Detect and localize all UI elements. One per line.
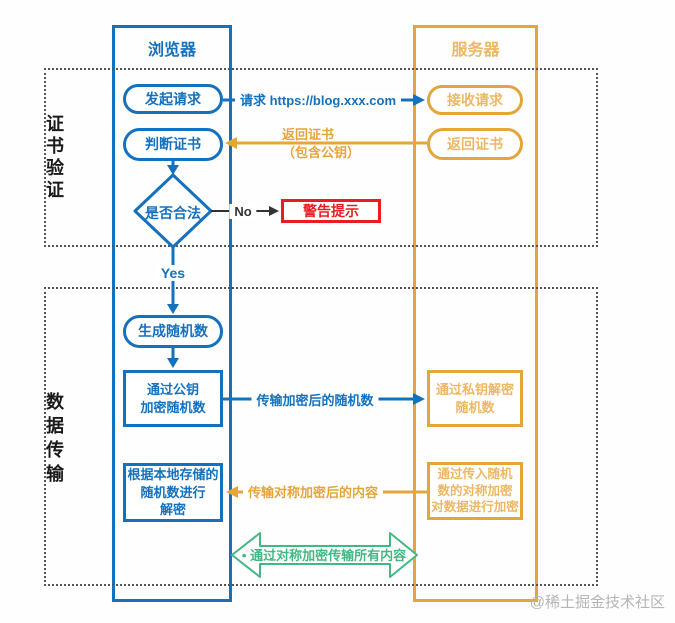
transmit-random-label: 传输加密后的随机数 <box>251 393 379 408</box>
node-generate-random: 生成随机数 <box>123 315 223 348</box>
data-transfer-label: 数据传输 <box>44 392 64 488</box>
yes-label: Yes <box>155 265 191 281</box>
return-cert-label-line1: 返回证书 <box>281 127 335 142</box>
browser-column <box>112 25 232 602</box>
certificate-validation-label: 证书验证 <box>44 114 64 202</box>
request-url-label: 请求 https://blog.xxx.com <box>234 93 402 108</box>
no-label: No <box>229 204 257 219</box>
transmit-content-label: 传输对称加密后的内容 <box>242 485 384 500</box>
node-decrypt-local: 根据本地存储的 随机数进行 解密 <box>123 463 223 522</box>
server-column <box>413 25 538 602</box>
server-column-title: 服务器 <box>451 42 500 59</box>
data-transfer-section <box>44 287 598 586</box>
certificate-validation-section <box>44 68 598 247</box>
node-encrypt-public: 通过公钥 加密随机数 <box>123 370 223 427</box>
watermark: @稀土掘金技术社区 <box>529 594 665 611</box>
return-cert-label-line2: （包含公钥） <box>281 145 361 160</box>
node-is-valid: 是否合法 <box>145 205 201 221</box>
node-initiate-request: 发起请求 <box>123 84 223 114</box>
browser-column-title: 浏览器 <box>147 42 196 59</box>
node-receive-request: 接收请求 <box>427 85 523 115</box>
node-judge-certificate: 判断证书 <box>123 128 223 161</box>
node-return-certificate: 返回证书 <box>427 128 523 160</box>
symmetric-all-label: • 通过对称加密传输所有内容 <box>241 548 407 563</box>
node-decrypt-private: 通过私钥解密 随机数 <box>427 370 523 427</box>
return-cert-label: 返回证书 （包含公钥） <box>282 127 360 160</box>
node-encrypt-symmetric: 通过传入随机 数的对称加密 对数据进行加密 <box>427 462 523 520</box>
node-warning: 警告提示 <box>281 199 381 223</box>
